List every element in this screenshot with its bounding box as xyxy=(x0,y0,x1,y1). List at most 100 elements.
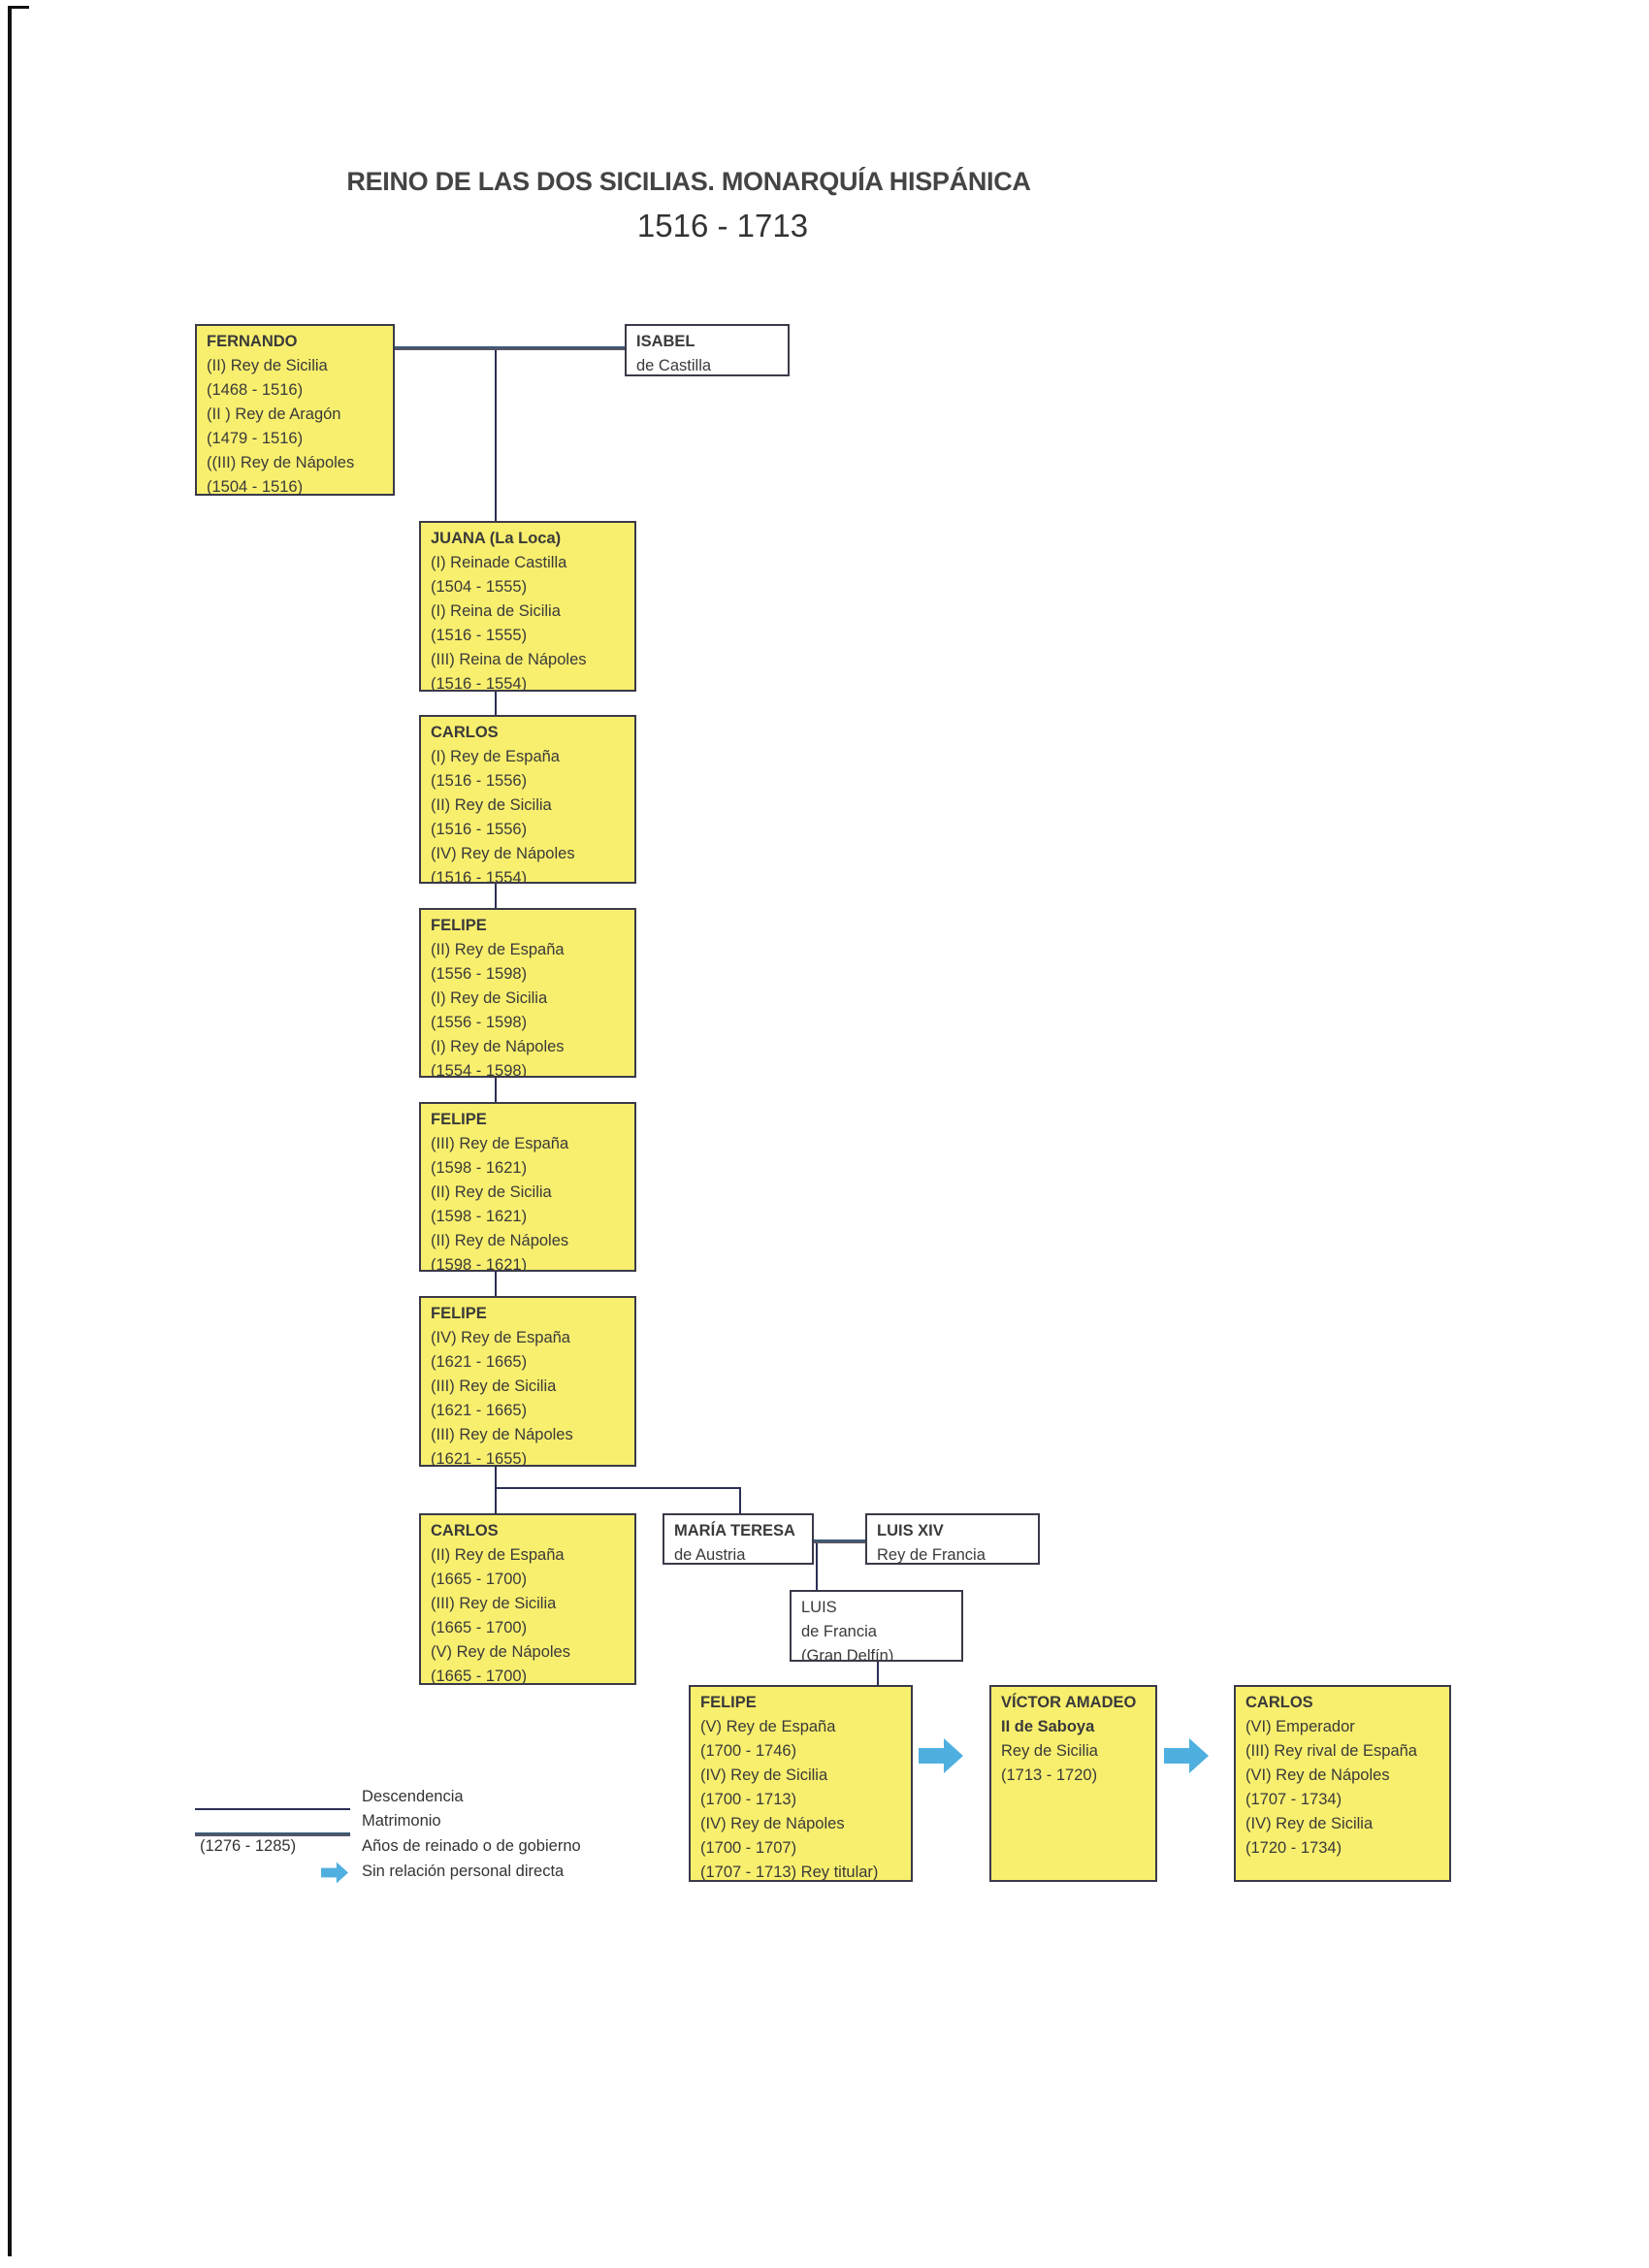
descent-line-to-gran-delfin xyxy=(816,1543,818,1590)
person-detail: (III) Rey de España xyxy=(431,1135,569,1152)
legend-years-sample: (1276 - 1285) xyxy=(200,1837,297,1855)
person-box-fernando: FERNANDO(II) Rey de Sicilia(1468 - 1516)… xyxy=(195,324,395,496)
legend-descent-line xyxy=(195,1808,350,1810)
person-detail: (III) Rey de Sicilia xyxy=(431,1595,557,1612)
person-detail: (VI) Emperador xyxy=(1245,1718,1355,1735)
legend-years-label: Años de reinado o de gobierno xyxy=(362,1837,581,1855)
person-detail: (1665 - 1700) xyxy=(431,1668,528,1685)
legend-descent-label: Descendencia xyxy=(362,1788,464,1805)
person-detail: (IV) Rey de Sicilia xyxy=(1245,1815,1374,1832)
right-arrow-icon xyxy=(919,1738,963,1773)
person-detail: II de Saboya xyxy=(1001,1718,1095,1735)
person-detail: (II) Rey de Sicilia xyxy=(431,796,552,814)
person-detail: (I) Reinade Castilla xyxy=(431,554,567,571)
descent-line-to-felipe-v xyxy=(877,1662,879,1685)
person-box-felipe-ii: FELIPE (II) Rey de España (1556 - 1598) (I)… xyxy=(419,908,636,1078)
person-detail: (IV) Rey de Nápoles xyxy=(431,845,575,862)
person-name: LUIS xyxy=(801,1599,837,1616)
person-detail: (1479 - 1516) xyxy=(207,430,304,447)
person-detail: (1707 - 1713) Rey titular) xyxy=(700,1863,879,1881)
person-detail: (1665 - 1700) xyxy=(431,1619,528,1636)
person-detail: (III) Rey de Sicilia xyxy=(431,1377,557,1395)
person-detail: (1700 - 1746) xyxy=(700,1742,797,1760)
person-name: JUANA (La Loca) xyxy=(431,530,562,547)
person-name: VÍCTOR AMADEO xyxy=(1001,1694,1137,1711)
person-detail: (1665 - 1700) xyxy=(431,1571,528,1588)
legend-no-relation-label: Sin relación personal directa xyxy=(362,1863,565,1880)
person-detail: (1598 - 1621) xyxy=(431,1256,528,1272)
person-box-felipe-v: FELIPE (V) Rey de España (1700 - 1746) (IV)… xyxy=(689,1685,913,1882)
person-name: LUIS XIV xyxy=(877,1522,944,1539)
person-name: FELIPE xyxy=(700,1694,757,1711)
person-detail: (I) Rey de Sicilia xyxy=(431,989,548,1007)
person-detail: (IV) Rey de Nápoles xyxy=(700,1815,845,1832)
person-detail: (III) Rey de Nápoles xyxy=(431,1426,573,1443)
person-name: CARLOS xyxy=(431,724,499,741)
person-detail: (II) Rey de Sicilia xyxy=(207,357,328,374)
person-detail: (1598 - 1621) xyxy=(431,1208,528,1225)
person-detail: (1516 - 1556) xyxy=(431,821,528,838)
person-detail: (I) Reina de Sicilia xyxy=(431,602,561,620)
person-detail: (1556 - 1598) xyxy=(431,965,528,983)
person-detail: (1516 - 1554) xyxy=(431,869,528,884)
right-arrow-icon xyxy=(1164,1738,1209,1773)
person-detail: (1720 - 1734) xyxy=(1245,1839,1342,1857)
person-box-maria-teresa: MARÍA TERESA de Austria xyxy=(663,1513,814,1565)
person-detail: (III) Reina de Nápoles xyxy=(431,651,587,668)
descent-line-to-maria-teresa-h xyxy=(496,1487,740,1489)
person-name: FELIPE xyxy=(431,917,487,934)
marriage-line-maria-teresa-luis xyxy=(814,1539,865,1543)
person-name: MARÍA TERESA xyxy=(674,1522,795,1539)
person-detail: (I) Rey de España xyxy=(431,748,560,765)
person-name: FELIPE xyxy=(431,1305,487,1322)
person-detail: (V) Rey de España xyxy=(700,1718,836,1735)
person-detail: (II) Rey de España xyxy=(431,941,565,958)
person-detail: de Austria xyxy=(674,1546,746,1564)
person-detail: (1598 - 1621) xyxy=(431,1159,528,1177)
person-detail: (1621 - 1665) xyxy=(431,1353,528,1371)
person-detail: (VI) Rey de Nápoles xyxy=(1245,1766,1390,1784)
person-detail: (1700 - 1707) xyxy=(700,1839,797,1857)
person-box-juana: JUANA (La Loca)(I) Reinade Castilla(1504… xyxy=(419,521,636,692)
person-box-carlos-ii: CARLOS(II) Rey de España(1665 - 1700)(II… xyxy=(419,1513,636,1685)
person-name: ISABEL xyxy=(636,333,695,350)
person-detail: (1621 - 1655) xyxy=(431,1450,528,1467)
person-detail: (Gran Delfín) xyxy=(801,1647,894,1662)
person-detail: (1516 - 1554) xyxy=(431,675,528,692)
descent-line-to-maria-teresa-v xyxy=(739,1487,741,1513)
legend-marriage-line xyxy=(195,1832,350,1836)
person-detail: (II ) Rey de Aragón xyxy=(207,405,341,423)
person-detail: (1468 - 1516) xyxy=(207,381,304,399)
person-detail: ((III) Rey de Nápoles xyxy=(207,454,355,471)
person-name: CARLOS xyxy=(1245,1694,1313,1711)
person-name: FELIPE xyxy=(431,1111,487,1128)
person-detail: de Francia xyxy=(801,1623,877,1640)
person-box-felipe-iii: FELIPE (III) Rey de España (1598 - 1621) (I… xyxy=(419,1102,636,1272)
person-detail: Rey de Sicilia xyxy=(1001,1742,1098,1760)
person-detail: (1700 - 1713) xyxy=(700,1791,797,1808)
person-detail: (II) Rey de Sicilia xyxy=(431,1183,552,1201)
person-box-felipe-iv: FELIPE (IV) Rey de España (1621 - 1665) (II… xyxy=(419,1296,636,1467)
person-detail: (II) Rey de Nápoles xyxy=(431,1232,569,1249)
person-detail: (IV) Rey de Sicilia xyxy=(700,1766,828,1784)
scan-border-top xyxy=(8,6,29,9)
person-detail: (III) Rey rival de España xyxy=(1245,1742,1417,1760)
person-detail: (1516 - 1555) xyxy=(431,627,528,644)
person-detail: (1516 - 1556) xyxy=(431,772,528,790)
person-detail: (IV) Rey de España xyxy=(431,1329,570,1346)
person-detail: (V) Rey de Nápoles xyxy=(431,1643,570,1661)
chart-title: REINO DE LAS DOS SICILIAS. MONARQUÍA HIS… xyxy=(346,167,1031,196)
person-detail: (1713 - 1720) xyxy=(1001,1766,1098,1784)
person-detail: (1556 - 1598) xyxy=(431,1014,528,1031)
person-detail: (1621 - 1665) xyxy=(431,1402,528,1419)
person-box-carlos-i: CARLOS (I) Rey de España (1516 - 1556) (II)… xyxy=(419,715,636,884)
person-box-carlos-vi: CARLOS (VI) Emperador (III) Rey rival de E… xyxy=(1234,1685,1451,1882)
person-detail: (1707 - 1734) xyxy=(1245,1791,1342,1808)
person-box-luis-gran-delfin: LUIS de Francia (Gran Delfín) xyxy=(790,1590,963,1662)
person-detail: (1554 - 1598) xyxy=(431,1062,528,1078)
person-name: CARLOS xyxy=(431,1522,499,1539)
right-arrow-icon xyxy=(321,1862,348,1884)
